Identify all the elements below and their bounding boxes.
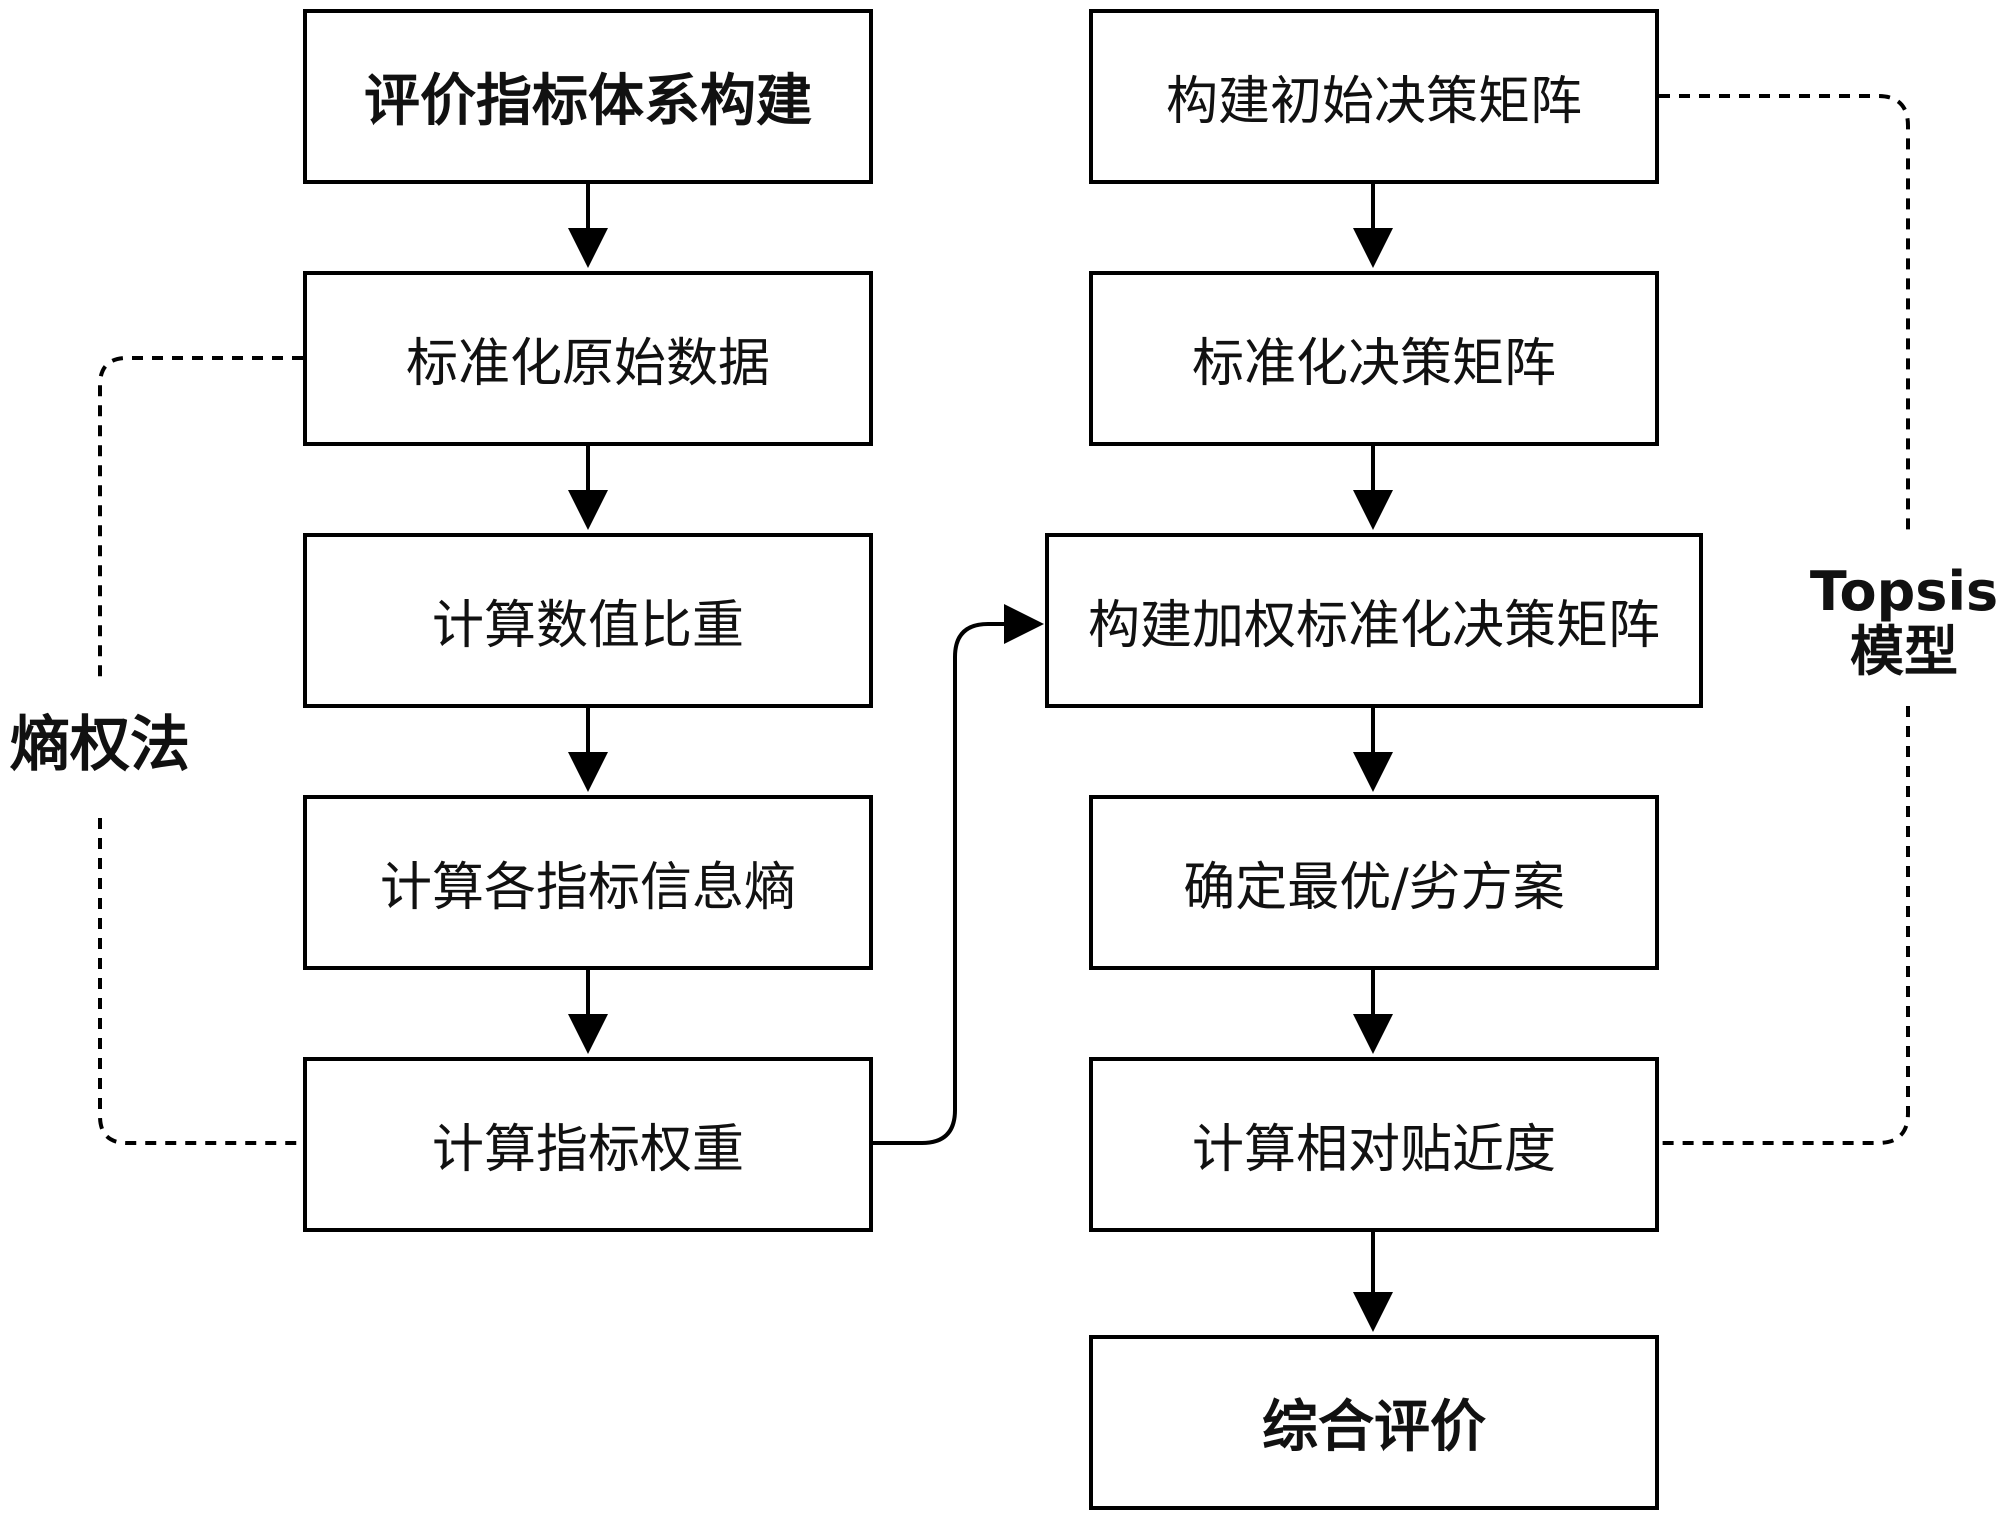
- topsis-bracket-bottom: [1659, 706, 1910, 1145]
- step-compute-value-proportion: 计算数值比重: [303, 533, 873, 708]
- topsis-bracket-top: [1659, 94, 1910, 534]
- label-topsis-line1: Topsis: [1809, 560, 1999, 623]
- step-compute-relative-closeness: 计算相对贴近度: [1089, 1057, 1659, 1232]
- label-topsis-line2: 模型: [1850, 620, 1958, 684]
- step-build-index-system: 评价指标体系构建: [303, 9, 873, 184]
- label-topsis-model: Topsis 模型: [1808, 560, 2000, 684]
- label-entropy-method: 熵权法: [10, 710, 190, 780]
- entropy-bracket-bottom: [98, 818, 303, 1145]
- step-determine-best-worst-solution: 确定最优/劣方案: [1089, 795, 1659, 970]
- step-normalize-decision-matrix: 标准化决策矩阵: [1089, 271, 1659, 446]
- step-normalize-raw-data: 标准化原始数据: [303, 271, 873, 446]
- step-build-initial-decision-matrix: 构建初始决策矩阵: [1089, 9, 1659, 184]
- step-build-weighted-normalized-matrix: 构建加权标准化决策矩阵: [1045, 533, 1703, 708]
- arrow-weight-to-weighted-matrix: [873, 604, 1044, 1145]
- step-compute-information-entropy: 计算各指标信息熵: [303, 795, 873, 970]
- step-compute-index-weight: 计算指标权重: [303, 1057, 873, 1232]
- step-comprehensive-evaluation: 综合评价: [1089, 1335, 1659, 1510]
- entropy-bracket-top: [98, 356, 303, 678]
